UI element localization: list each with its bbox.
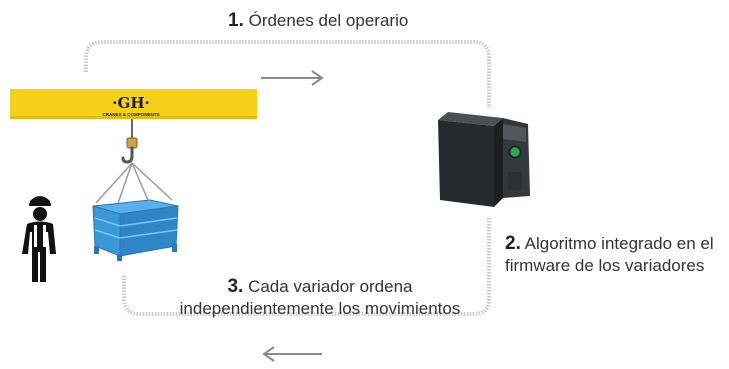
loop-right-bottom — [122, 218, 491, 316]
loop-top — [84, 40, 491, 108]
crane-hook — [121, 119, 138, 164]
rigging-chains — [95, 162, 173, 233]
step-3-text-line1: Cada variador ordena — [248, 277, 413, 296]
step-3-number: 3. — [227, 276, 244, 297]
crane-beam: ·GH· CRANES & COMPONENTS — [10, 89, 257, 119]
control-loop — [84, 40, 491, 316]
frequency-drive-icon — [438, 112, 530, 207]
step-2-text-line2: firmware de los variadores — [505, 256, 705, 275]
step-1-label: 1. Órdenes del operario — [228, 10, 408, 32]
step-3-label: 3. Cada variador ordena independientemen… — [160, 276, 480, 320]
step-1-text: Órdenes del operario — [248, 11, 409, 30]
step-1-number: 1. — [228, 10, 244, 31]
step-3-text-line2: independientemente los movimientos — [179, 299, 461, 318]
step-2-text-line1: Algoritmo integrado en el — [524, 234, 714, 253]
step-2-label: 2. Algoritmo integrado en el firmware de… — [505, 233, 714, 277]
crane-logo: ·GH· — [112, 94, 149, 112]
step-2-number: 2. — [505, 233, 521, 254]
arrow-left — [262, 346, 322, 362]
load-basket — [92, 199, 179, 261]
operator-icon — [22, 196, 56, 282]
drive-status-led — [508, 145, 522, 159]
arrow-right — [261, 70, 324, 86]
crane-logo-subtitle: CRANES & COMPONENTS — [102, 112, 159, 117]
